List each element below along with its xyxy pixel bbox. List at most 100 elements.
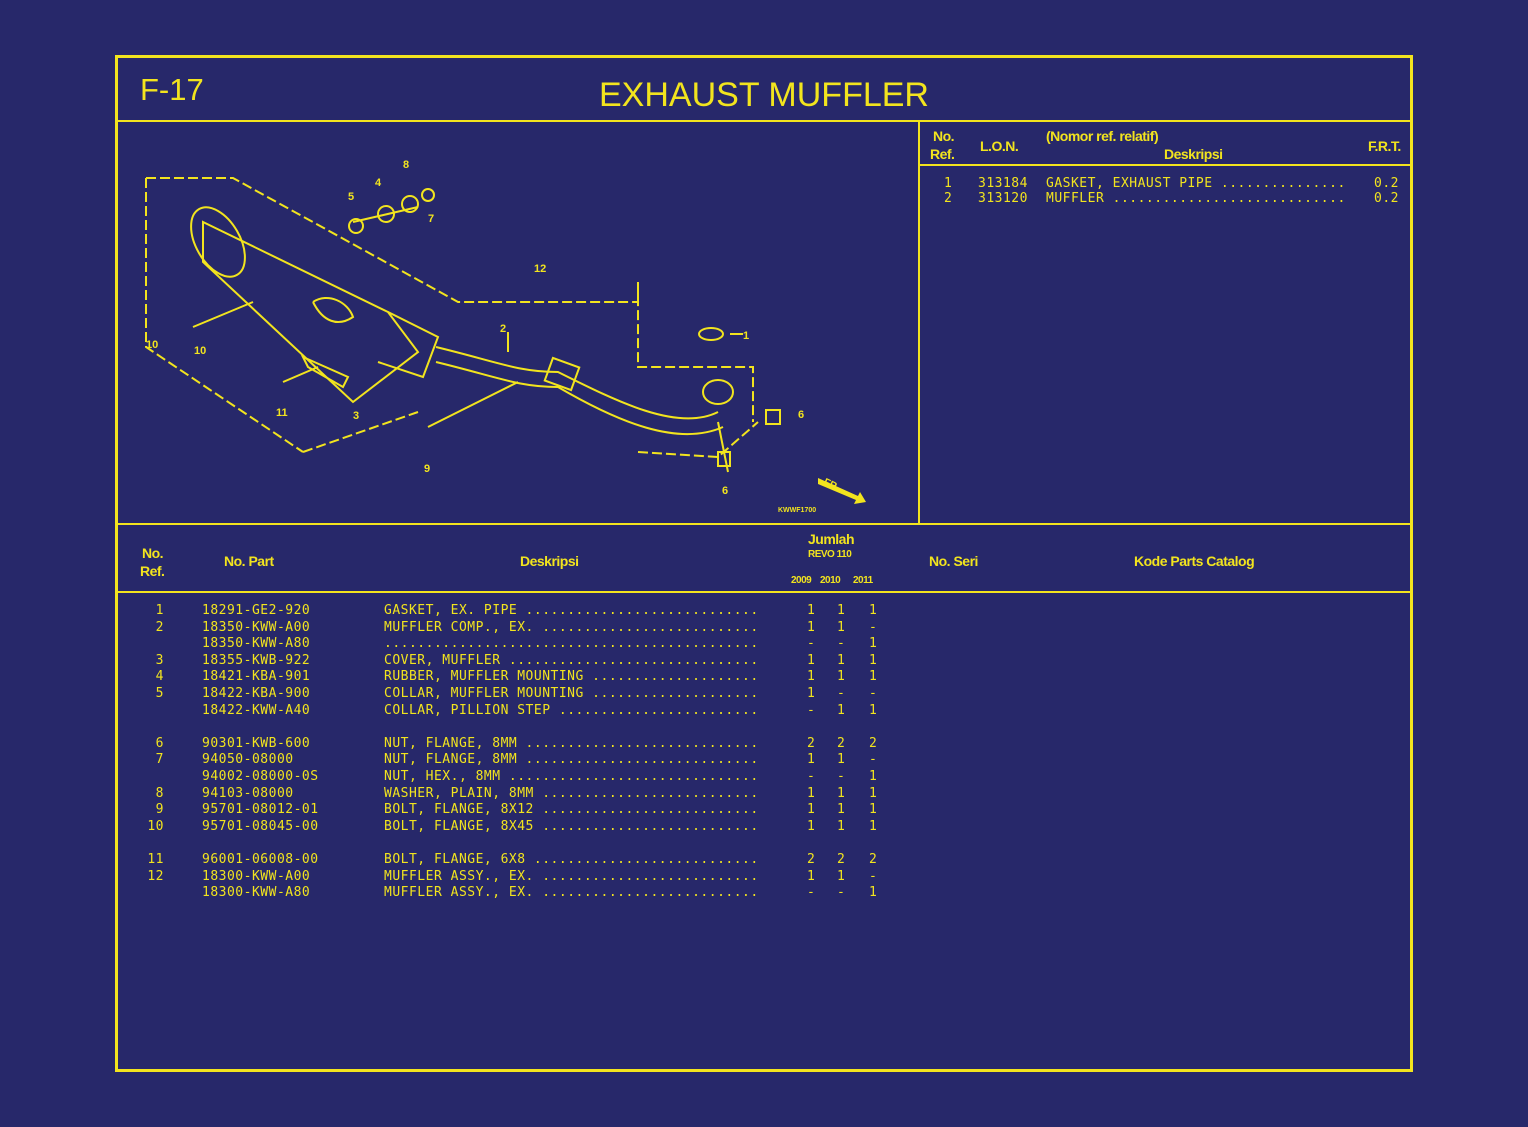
- qty-2010: 1: [837, 702, 846, 718]
- ref: 1: [155, 603, 164, 618]
- qty-2009: 1: [807, 652, 816, 668]
- description: [384, 636, 758, 651]
- callout-4: 4: [375, 177, 382, 189]
- description: MUFFLER ASSY., EX.: [384, 885, 758, 900]
- lon-header-desc: Deskripsi: [1164, 146, 1223, 162]
- callout-3: 3: [353, 410, 359, 422]
- qty-2011: 1: [869, 818, 878, 834]
- qty-2009: 1: [807, 619, 816, 635]
- description: GASKET, EX. PIPE: [384, 603, 758, 618]
- qty-2009: 1: [807, 785, 816, 801]
- lon-header-ref-2: Ref.: [930, 146, 955, 162]
- lon-header-frt: F.R.T.: [1368, 138, 1401, 154]
- qty-2011: 1: [869, 885, 878, 901]
- qty-2011: -: [869, 685, 878, 701]
- callout-1: 1: [743, 330, 749, 342]
- part-number: 95701-08045-00: [202, 818, 319, 834]
- qty-2011: -: [869, 752, 878, 768]
- part-number: 18422-KBA-900: [202, 685, 311, 701]
- qty-2010: 2: [837, 735, 846, 751]
- lon-ref: 1: [944, 176, 953, 191]
- figure-code: KWWF1700: [778, 507, 816, 514]
- divider: [118, 523, 1410, 525]
- qty-2011: 1: [869, 768, 878, 784]
- divider: [118, 120, 1410, 122]
- qty-2010: 1: [837, 802, 846, 818]
- ref: 5: [155, 685, 164, 701]
- description: BOLT, FLANGE, 8X12: [384, 802, 758, 817]
- qty-2010: 1: [837, 752, 846, 768]
- description: RUBBER, MUFFLER MOUNTING: [384, 669, 758, 684]
- qty-2009: 1: [807, 603, 816, 618]
- qty-2010: -: [837, 885, 846, 901]
- lon-code: 313120: [978, 191, 1028, 206]
- part-number: 18350-KWW-A80: [202, 636, 311, 652]
- parts-header-qty: Jumlah: [808, 531, 855, 547]
- lon-frt: 0.2: [1374, 176, 1399, 191]
- qty-2010: 1: [837, 868, 846, 884]
- qty-2010: 1: [837, 785, 846, 801]
- callout-2: 2: [500, 323, 506, 335]
- qty-2010: -: [837, 636, 846, 652]
- part-number: 94103-08000: [202, 785, 294, 801]
- qty-2011: 1: [869, 802, 878, 818]
- qty-2010: -: [837, 685, 846, 701]
- page-title: EXHAUST MUFFLER: [599, 76, 929, 114]
- lon-header-lon: L.O.N.: [980, 138, 1019, 154]
- parts-header-catalog: Kode Parts Catalog: [1134, 553, 1255, 569]
- lon-row: 1 313184 GASKET, EXHAUST PIPE 0.2: [928, 176, 1408, 191]
- qty-2009: 1: [807, 818, 816, 834]
- qty-2010: 2: [837, 851, 846, 867]
- exploded-diagram: 10 1 2 3 4 5 6 6 7 8 9 10 11 12 FR. KWWF…: [145, 159, 866, 514]
- part-number: 96001-06008-00: [202, 851, 319, 867]
- qty-2010: 1: [837, 652, 846, 668]
- description: MUFFLER ASSY., EX.: [384, 869, 758, 884]
- qty-2009: 2: [807, 735, 816, 751]
- section-code: F-17: [140, 72, 204, 107]
- part-number: 18422-KWW-A40: [202, 702, 311, 718]
- callout-5: 5: [348, 191, 354, 203]
- description: MUFFLER COMP., EX.: [384, 620, 758, 635]
- description: COVER, MUFFLER: [384, 653, 758, 668]
- qty-2011: 2: [869, 735, 878, 751]
- divider: [918, 120, 920, 524]
- parts-header-desc: Deskripsi: [520, 553, 579, 569]
- parts-header-serial: No. Seri: [929, 553, 978, 569]
- parts-header-year-2009: 2009: [791, 575, 812, 586]
- qty-2011: 1: [869, 785, 878, 801]
- description: BOLT, FLANGE, 6X8: [384, 852, 758, 867]
- divider: [918, 164, 1410, 166]
- qty-2011: 1: [869, 636, 878, 652]
- part-number: 90301-KWB-600: [202, 735, 311, 751]
- qty-2009: -: [807, 702, 816, 718]
- ref: 8: [155, 785, 164, 801]
- part-number: 18300-KWW-A80: [202, 885, 311, 901]
- lon-frt: 0.2: [1374, 191, 1399, 206]
- lon-ref: 2: [944, 191, 953, 206]
- qty-2009: 2: [807, 851, 816, 867]
- qty-2009: 1: [807, 752, 816, 768]
- qty-2009: -: [807, 768, 816, 784]
- ref: 11: [147, 851, 164, 867]
- qty-2010: 1: [837, 619, 846, 635]
- callout-9: 9: [424, 463, 430, 475]
- qty-2010: -: [837, 768, 846, 784]
- part-number: 18300-KWW-A00: [202, 868, 311, 884]
- qty-2010: 1: [837, 818, 846, 834]
- parts-header-part: No. Part: [224, 553, 274, 569]
- qty-2010: 1: [837, 603, 846, 618]
- lon-desc: MUFFLER: [1046, 191, 1346, 206]
- lon-header-note: (Nomor ref. relatif): [1046, 128, 1159, 144]
- qty-2009: -: [807, 636, 816, 652]
